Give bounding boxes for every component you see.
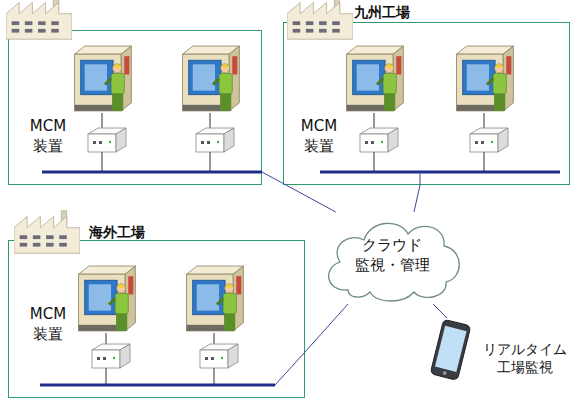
- smartphone-button: [443, 371, 447, 375]
- mcm-device: [88, 128, 126, 152]
- factory-name: 九州工場: [354, 3, 444, 21]
- mcm-device: [200, 344, 238, 368]
- machine-tool: [187, 266, 244, 331]
- factory-box: 海外工場MCM 装置: [8, 240, 305, 398]
- mcm-device: [360, 128, 398, 152]
- factory-icon: [287, 0, 353, 39]
- mcm-device: [92, 344, 130, 368]
- uplink-wire: [275, 352, 305, 385]
- network-bus: [320, 171, 560, 174]
- device-label: MCM 装置: [23, 117, 73, 156]
- machine-tool: [75, 46, 132, 111]
- smartphone-body: [430, 319, 471, 380]
- mcm-device: [470, 128, 508, 152]
- smartphone-group: [430, 319, 471, 380]
- network-link: [433, 304, 447, 318]
- network-wire: [106, 368, 107, 385]
- machine-tool: [347, 46, 404, 111]
- factory-box: MCM 装置: [8, 30, 262, 185]
- network-wire: [214, 368, 215, 385]
- machine-tool: [183, 46, 240, 111]
- network-wire: [102, 152, 103, 172]
- network-wire: [374, 152, 375, 172]
- mcm-device: [196, 128, 234, 152]
- smartphone-node: リアルタイム 工場監視: [428, 318, 576, 390]
- network-bus: [40, 384, 275, 387]
- cloud-outline: [329, 223, 460, 301]
- phone-label: リアルタイム 工場監視: [474, 340, 576, 376]
- signal-wire: [214, 333, 215, 344]
- smartphone-screen: [435, 326, 467, 372]
- factory-icon: [6, 0, 72, 39]
- machine-tool: [457, 46, 514, 111]
- machine-tool: [79, 266, 136, 331]
- network-bus: [42, 171, 262, 174]
- cloud-node: クラウド 監視・管理: [318, 212, 466, 304]
- network-wire: [210, 152, 211, 172]
- cloud-label: クラウド 監視・管理: [340, 236, 444, 275]
- signal-wire: [102, 113, 103, 128]
- network-wire: [484, 152, 485, 172]
- uplink-wire: [420, 172, 421, 185]
- signal-wire: [210, 113, 211, 128]
- smartphone-shape: [428, 318, 474, 390]
- network-link: [262, 172, 336, 212]
- factory-name: 海外工場: [89, 223, 179, 241]
- network-link: [414, 185, 420, 212]
- device-label: MCM 装置: [294, 117, 344, 156]
- factory-box: 九州工場MCM 装置: [283, 22, 570, 185]
- factory-icon: [14, 211, 80, 253]
- network-link: [305, 304, 348, 352]
- device-label: MCM 装置: [23, 305, 73, 344]
- signal-wire: [484, 113, 485, 128]
- signal-wire: [106, 333, 107, 344]
- signal-wire: [374, 113, 375, 128]
